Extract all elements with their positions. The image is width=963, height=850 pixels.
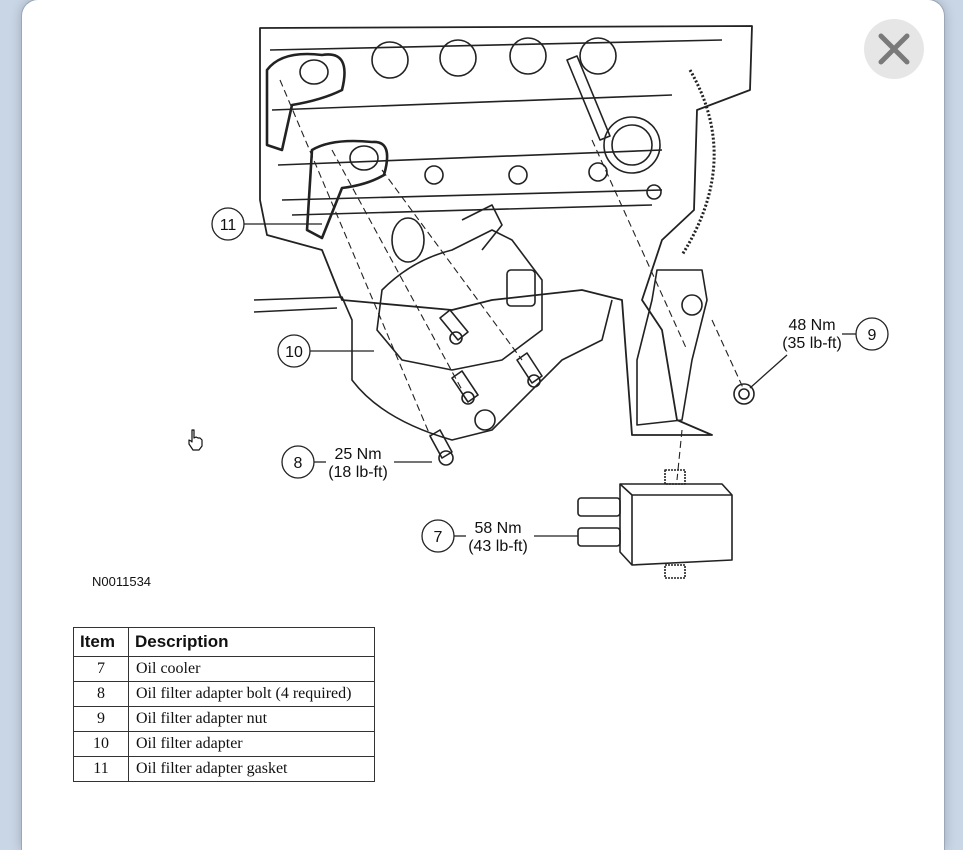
callout-9: 9 — [868, 327, 877, 344]
item-number: 8 — [73, 681, 129, 707]
image-viewer-dialog: 11 10 9 48 Nm (35 lb-ft) 8 25 Nm (18 lb-… — [22, 0, 944, 850]
column-header-description: Description — [128, 627, 375, 657]
table-row: 8 Oil filter adapter bolt (4 required) — [73, 681, 375, 707]
torque-9-nm: 48 Nm — [788, 317, 835, 334]
close-button[interactable] — [864, 19, 924, 79]
torque-7-lbft: (43 lb-ft) — [468, 538, 528, 555]
table-row: 7 Oil cooler — [73, 656, 375, 682]
item-description: Oil filter adapter gasket — [128, 756, 375, 782]
close-icon — [878, 33, 910, 65]
torque-8-lbft: (18 lb-ft) — [328, 464, 388, 481]
torque-9-lbft: (35 lb-ft) — [782, 335, 842, 352]
hand-cursor-icon — [188, 429, 203, 451]
torque-7-nm: 58 Nm — [474, 520, 521, 537]
callout-10: 10 — [285, 344, 303, 361]
table-row: 9 Oil filter adapter nut — [73, 706, 375, 732]
table-row: 11 Oil filter adapter gasket — [73, 756, 375, 782]
item-description: Oil filter adapter bolt (4 required) — [128, 681, 375, 707]
item-description: Oil filter adapter nut — [128, 706, 375, 732]
column-header-item: Item — [73, 627, 129, 657]
table-row: 10 Oil filter adapter — [73, 731, 375, 757]
item-number: 11 — [73, 756, 129, 782]
item-number: 7 — [73, 656, 129, 682]
engine-exploded-diagram: 11 10 9 48 Nm (35 lb-ft) 8 25 Nm (18 lb-… — [211, 25, 889, 579]
item-description: Oil filter adapter — [128, 731, 375, 757]
table-header-row: Item Description — [73, 627, 375, 657]
torque-8-nm: 25 Nm — [334, 446, 381, 463]
item-number: 9 — [73, 706, 129, 732]
callout-7: 7 — [434, 529, 443, 546]
parts-table: Item Description 7 Oil cooler 8 Oil filt… — [73, 627, 375, 782]
figure-id: N0011534 — [92, 574, 152, 589]
callout-11: 11 — [220, 217, 237, 234]
callout-8: 8 — [294, 455, 303, 472]
item-description: Oil cooler — [128, 656, 375, 682]
item-number: 10 — [73, 731, 129, 757]
